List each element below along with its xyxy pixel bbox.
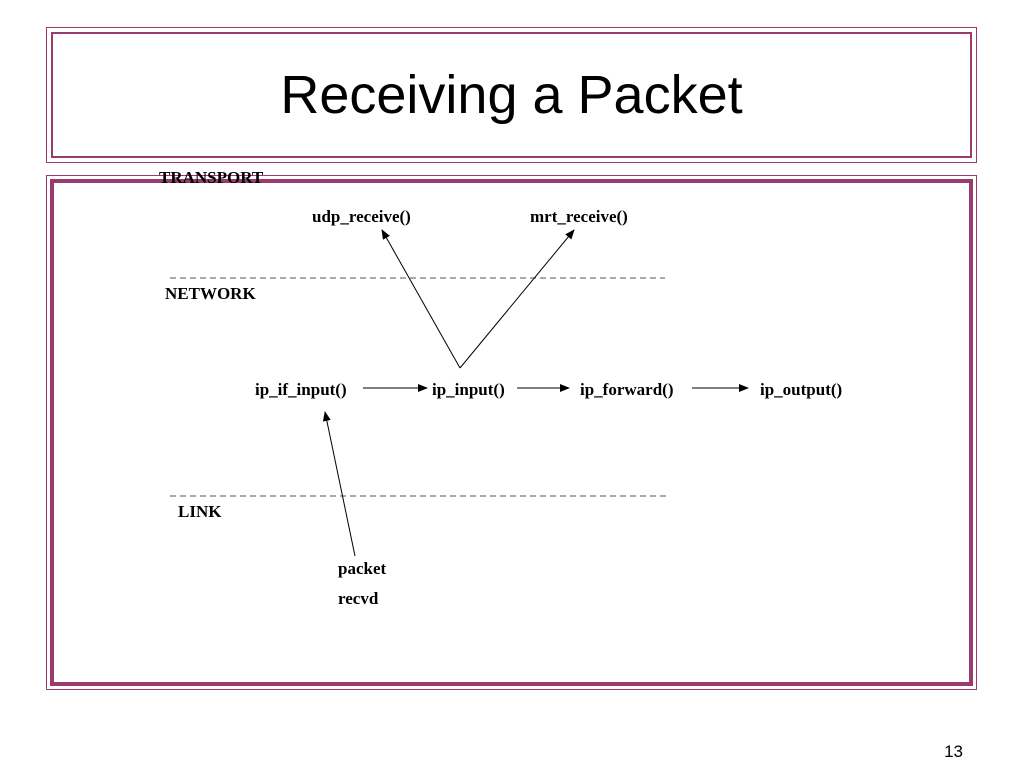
node-ip-input: ip_input() <box>432 380 505 399</box>
content-frame <box>46 175 977 690</box>
node-ip-if-input: ip_if_input() <box>255 380 347 399</box>
layer-label-link: LINK <box>178 502 222 521</box>
arrow-packet-recvd-to-ip-if-input <box>322 411 356 557</box>
arrow-ip-input-to-udp-receive <box>381 229 461 369</box>
node-ip-forward: ip_forward() <box>580 380 673 399</box>
node-packet-recvd-line1: packet <box>338 559 387 578</box>
page-number: 13 <box>944 742 963 761</box>
node-ip-output: ip_output() <box>760 380 842 399</box>
node-mrt-receive: mrt_receive() <box>530 207 628 226</box>
title-frame <box>46 27 977 163</box>
layer-label-network: NETWORK <box>165 284 256 303</box>
node-packet-recvd-line2: recvd <box>338 589 379 608</box>
node-udp-receive: udp_receive() <box>312 207 411 226</box>
slide-title: Receiving a Packet <box>280 65 743 125</box>
arrow-ip-input-to-mrt-receive <box>459 229 575 369</box>
content-frame-inner-border <box>50 179 973 686</box>
title-frame-inner-border <box>51 32 972 158</box>
layer-label-transport: TRANSPORT <box>159 168 264 187</box>
